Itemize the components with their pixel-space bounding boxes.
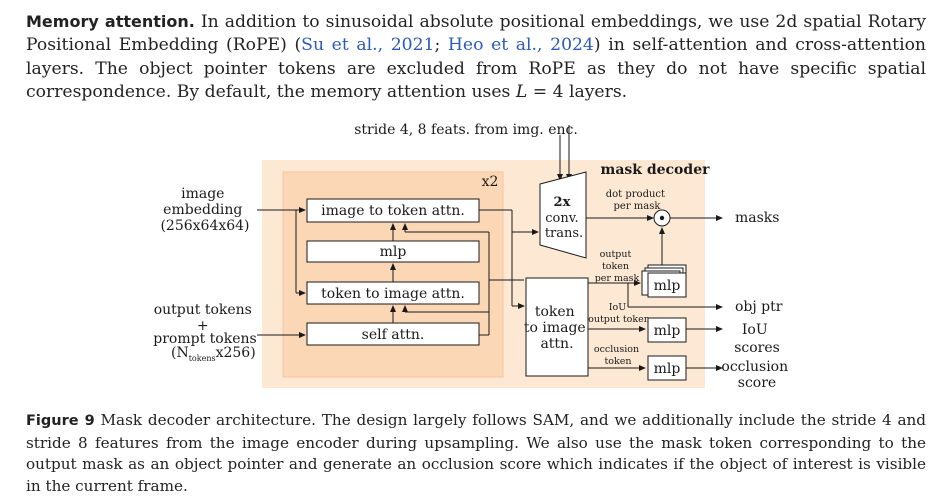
output-obj-ptr: obj ptr <box>735 299 783 315</box>
figure-caption-text: Mask decoder architecture. The design la… <box>26 411 927 495</box>
self-attn-label: self attn. <box>362 327 425 343</box>
image-to-token-attn-label: image to token attn. <box>321 203 465 219</box>
iou-mlp-block <box>647 317 687 343</box>
mlp-block-label: mlp <box>380 244 407 260</box>
occlusion-token-label: occlusion token <box>594 344 642 367</box>
top-input-label: stride 4, 8 feats. from img. enc. <box>354 122 578 138</box>
output-iou-scores: IoU scores <box>734 322 780 356</box>
dot-product-label: dot product per mask <box>606 189 668 212</box>
paragraph-text-2: ) in self-attention and cross-attention … <box>26 35 926 103</box>
figure-caption: Figure 9 Mask decoder architecture. The … <box>26 410 926 497</box>
mask-decoder-title: mask decoder <box>601 162 711 178</box>
iou-token-label: IoU output token <box>588 302 650 325</box>
citation-su[interactable]: Su et al., 2021 <box>301 35 435 56</box>
token-to-image-attn-right-label: token to image attn. <box>524 304 590 352</box>
output-token-label: output token per mask <box>595 249 640 284</box>
image-embedding-label: image embedding (256x64x64) <box>160 186 249 234</box>
mask-mlp-block <box>647 272 687 298</box>
paragraph-text-3: = 4 layers. <box>527 82 628 103</box>
token-to-image-attn-label: token to image attn. <box>321 286 465 302</box>
math-L: L <box>515 82 528 103</box>
repeat-x2-label: x2 <box>482 174 499 190</box>
paragraph-text-1: In addition to sinusoidal absolute posit… <box>26 12 926 56</box>
citation-heo[interactable]: Heo et al., 2024 <box>447 35 594 56</box>
iou-mlp-label: mlp <box>654 323 681 339</box>
paragraph-heading: Memory attention. <box>26 12 195 31</box>
citation-separator: ; <box>434 35 448 56</box>
conv-trans-block <box>539 171 587 259</box>
output-masks: masks <box>735 210 779 226</box>
memory-attention-paragraph: Memory attention. In addition to sinusoi… <box>26 10 926 105</box>
output-prompt-tokens-label: output tokens + prompt tokens <box>153 302 256 347</box>
output-occlusion-score: occlusion score <box>721 359 792 391</box>
conv-trans-label: 2x conv. trans. <box>545 195 583 241</box>
token-to-image-attn-right-block <box>525 277 589 377</box>
occlusion-mlp-label: mlp <box>654 361 681 377</box>
mask-mlp-label: mlp <box>654 278 681 294</box>
tokens-dims-label: (Ntokensx256) <box>171 345 256 363</box>
figure-label: Figure 9 <box>26 413 95 429</box>
